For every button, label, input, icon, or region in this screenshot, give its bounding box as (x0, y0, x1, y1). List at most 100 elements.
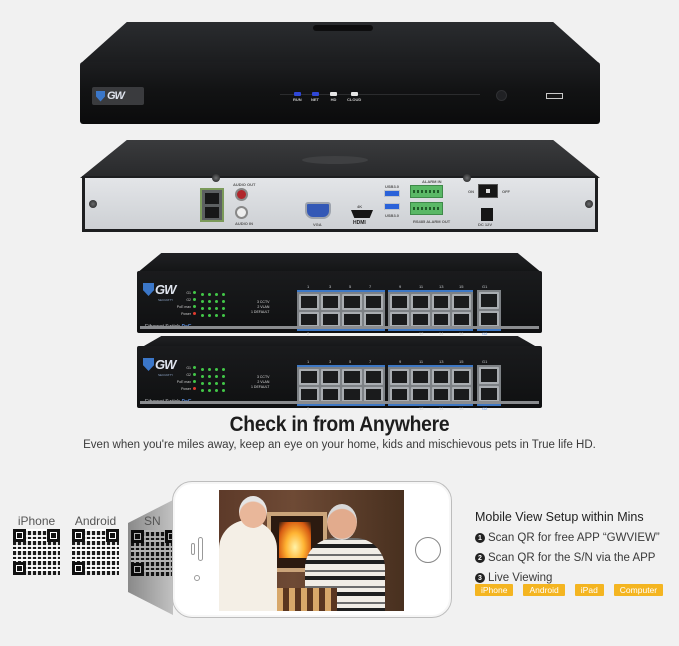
qr-finder (13, 529, 26, 542)
mode-label: 2 VLAN (257, 305, 270, 309)
screw-icon (89, 200, 97, 208)
shield-icon (96, 90, 105, 102)
led-dot-icon (201, 300, 204, 303)
audio-in-jack-icon (235, 206, 248, 219)
qr-code-icon[interactable] (13, 529, 60, 575)
uplink-label: G2 (482, 331, 488, 336)
led-dot-icon (208, 368, 211, 371)
qr-iphone: iPhone (13, 514, 60, 575)
led-dot-icon (222, 368, 225, 371)
led-hd: HD (330, 92, 337, 102)
gw-logo: GW (143, 357, 176, 372)
led-dot-icon (208, 382, 211, 385)
ethernet-port-icon (390, 311, 409, 327)
poe-switch-2: GW SECURITY G1 G2 PoE max Power (137, 336, 542, 411)
brand-text: GW (107, 90, 125, 102)
led-label: G2 (186, 298, 191, 302)
ethernet-port-icon (452, 311, 471, 327)
led-dot-icon (222, 389, 225, 392)
off-label: OFF (502, 189, 510, 194)
power-led-icon (193, 387, 196, 390)
uplink-label: G2 (482, 406, 488, 411)
alarm-out-terminal-icon (410, 202, 443, 215)
port-number: 14 (439, 331, 444, 336)
step-number-icon: 1 (475, 533, 485, 543)
dc-power-jack-icon (481, 208, 493, 221)
platform-badge-android: Android (523, 584, 565, 596)
power-switch[interactable] (478, 184, 498, 198)
screw-icon (463, 174, 471, 182)
led-label: HD (330, 97, 337, 102)
led-label: Power (181, 387, 191, 391)
led-dot-icon (201, 293, 204, 296)
woman-figure (219, 520, 277, 611)
nvr-front-view: GW RUN NET HD CLOUD (80, 22, 600, 124)
led-label: CLOUD (347, 97, 362, 102)
panel-stripe (280, 94, 480, 95)
led-label: PoE max (176, 380, 191, 384)
qr-code-icon[interactable] (72, 529, 119, 575)
uplink-label: G1 (482, 359, 488, 364)
led-dot-icon (215, 307, 218, 310)
led-dot-icon (208, 375, 211, 378)
ethernet-port-icon (479, 310, 499, 327)
switch-front-panel: GW SECURITY G1 G2 PoE max Power (137, 346, 542, 411)
hdmi-label: HDMI (353, 220, 366, 226)
dc-label: DC 12V (478, 222, 493, 227)
port-number: 1 (307, 359, 310, 364)
switch-base-strip (140, 401, 539, 404)
mode-label: 3 CCTV (256, 375, 270, 379)
phone-speaker-icon (198, 537, 203, 561)
led-dot-icon (193, 291, 196, 294)
screw-icon (212, 174, 220, 182)
nvr-rear-panel: AUDIO OUT AUDIO IN VGA 4K HDMI USB3.0 US… (82, 174, 598, 232)
brand-subtitle: SECURITY (158, 373, 174, 377)
mode-label: 1 DEFAULT (251, 310, 270, 314)
port-number: 16 (459, 406, 464, 411)
qr-finder (47, 529, 60, 542)
ethernet-port-icon (410, 386, 430, 402)
switch-base-strip (140, 326, 539, 329)
step-text: Scan QR for the S/N via the APP (488, 551, 656, 564)
mode-label: 3 CCTV (256, 300, 270, 304)
platform-badge-computer: Computer (613, 584, 664, 596)
led-dot-icon (208, 307, 211, 310)
uplink-ports (477, 290, 501, 331)
platform-badges: iPhone Android iPad Computer (475, 584, 664, 596)
poe-port-bank-1-8 (297, 365, 385, 406)
led-dot-icon (201, 368, 204, 371)
phone-home-button (415, 537, 441, 563)
mode-selector-labels: 3 CCTV 2 VLAN 1 DEFAULT (251, 300, 269, 315)
alarm-out-label: RS485 ALARM OUT (413, 219, 451, 224)
audio-out-label: AUDIO OUT (233, 182, 256, 187)
qr-label: iPhone (17, 514, 56, 528)
led-lamp-icon (311, 92, 319, 96)
step-number-icon: 3 (475, 573, 485, 583)
led-dot-icon (201, 382, 204, 385)
led-label: NET (311, 97, 319, 102)
led-label: Power (181, 312, 191, 316)
qr-android: Android (72, 514, 119, 575)
usb3-port-icon (384, 190, 400, 197)
port-number: 3 (329, 359, 332, 364)
hdmi-port-icon (351, 210, 373, 218)
qr-finder (106, 529, 119, 542)
mode-selector-labels: 3 CCTV 2 VLAN 1 DEFAULT (251, 375, 269, 390)
poe-port-bank-9-16 (388, 365, 473, 406)
qr-code-sn-icon[interactable] (131, 530, 178, 576)
port-number: 11 (419, 359, 424, 364)
ethernet-port-icon (479, 367, 499, 384)
led-dot-icon (215, 375, 218, 378)
setup-title: Mobile View Setup within Mins (475, 510, 644, 524)
alarm-in-label: ALARM IN (422, 179, 442, 184)
port-number: 13 (439, 284, 444, 289)
led-dot-icon (222, 375, 225, 378)
led-label: G1 (186, 366, 191, 370)
nvr-front-panel: GW RUN NET HD CLOUD (80, 62, 600, 124)
platform-badge-iphone: iPhone (475, 584, 514, 596)
port-number: 15 (459, 284, 464, 289)
led-dot-icon (193, 366, 196, 369)
nvr-rear-view: AUDIO OUT AUDIO IN VGA 4K HDMI USB3.0 US… (80, 140, 600, 240)
port-number: 12 (419, 406, 424, 411)
led-dot-icon (222, 300, 225, 303)
